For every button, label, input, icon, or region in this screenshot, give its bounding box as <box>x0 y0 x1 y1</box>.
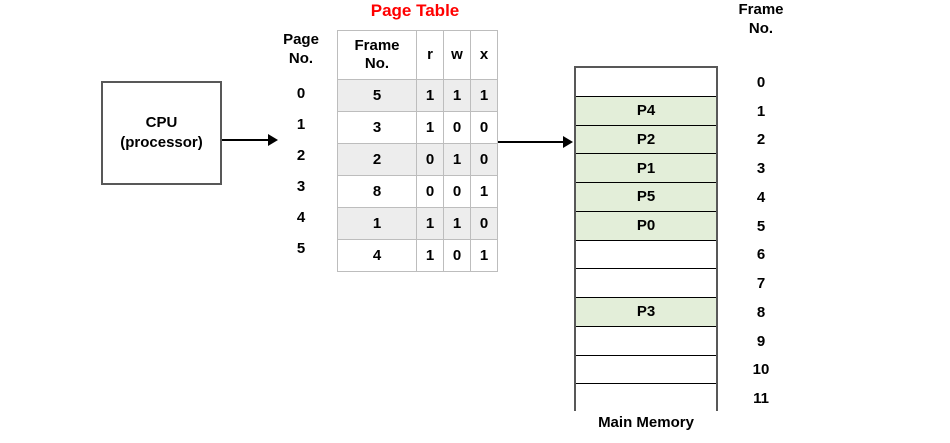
table-row: 3 1 0 0 <box>337 111 498 144</box>
memory-frame-row: P1 <box>576 154 716 183</box>
memory-frame-row: P5 <box>576 183 716 212</box>
cell-frame-no: 5 <box>337 79 417 112</box>
cell-frame-no: 8 <box>337 175 417 208</box>
arrow-page-table-to-main-memory <box>495 136 575 148</box>
cell-r: 0 <box>416 175 444 208</box>
page-no-value: 2 <box>296 147 306 164</box>
cpu-label-line2: (processor) <box>120 134 203 151</box>
arrow-shaft <box>222 139 270 141</box>
frame-no-value: 6 <box>756 246 766 264</box>
frame-no-value: 1 <box>756 102 766 120</box>
cell-x: 0 <box>470 111 498 144</box>
memory-frame-row <box>576 326 716 356</box>
arrow-head <box>563 136 573 148</box>
memory-frame-row <box>576 384 716 413</box>
memory-frame-row: P2 <box>576 125 716 155</box>
cell-frame-no: 1 <box>337 207 417 240</box>
page-table-header-x: x <box>470 30 498 80</box>
memory-frame-row <box>576 355 716 385</box>
cell-w: 1 <box>443 143 471 176</box>
page-table: Frame No. r w x 5 1 1 1 3 1 0 0 2 <box>337 30 498 272</box>
main-memory-box: P4 P2 P1 P5 P0 P3 <box>574 66 718 413</box>
cell-w: 1 <box>443 207 471 240</box>
frame-no-value: 10 <box>752 361 770 379</box>
page-no-header-line1: Page <box>283 31 319 48</box>
page-table-header-row: Frame No. r w x <box>337 30 498 80</box>
cell-x: 1 <box>470 79 498 112</box>
cell-w: 0 <box>443 111 471 144</box>
page-no-value: 4 <box>296 209 306 226</box>
frame-no-value: 11 <box>753 390 769 408</box>
page-no-value: 5 <box>296 240 306 257</box>
arrow-shaft <box>495 141 565 143</box>
cpu-box: CPU (processor) <box>101 81 222 185</box>
cell-r: 1 <box>416 111 444 144</box>
memory-frame-row: P0 <box>576 211 716 241</box>
memory-frame-row <box>576 68 716 97</box>
frame-no-header-line1: Frame <box>738 1 784 18</box>
page-table-header-r: r <box>416 30 444 80</box>
page-no-header-line2: No. <box>288 49 314 67</box>
frame-no-header-line2: No. <box>748 19 774 37</box>
page-table-title: Page Table <box>370 1 460 20</box>
main-memory-caption: Main Memory <box>598 414 694 431</box>
frame-no-value: 3 <box>756 160 766 178</box>
table-row: 5 1 1 1 <box>337 79 498 112</box>
frame-no-value: 9 <box>756 332 766 350</box>
frame-no-value: 4 <box>756 188 766 206</box>
cell-r: 1 <box>416 79 444 112</box>
frame-no-value: 2 <box>756 131 766 149</box>
cell-x: 1 <box>470 239 498 272</box>
cell-x: 0 <box>470 143 498 176</box>
cell-w: 0 <box>443 175 471 208</box>
cpu-label-line1: CPU <box>145 113 178 131</box>
frame-no-value: 8 <box>756 303 766 321</box>
cell-x: 0 <box>470 207 498 240</box>
header-frame-line1: Frame <box>354 37 400 54</box>
page-table-header-w: w <box>443 30 471 80</box>
cell-r: 1 <box>416 207 444 240</box>
header-frame-line2: No. <box>364 55 390 72</box>
page-table-header-frame-no: Frame No. <box>337 30 417 80</box>
table-row: 2 0 1 0 <box>337 143 498 176</box>
cell-r: 1 <box>416 239 444 272</box>
cell-w: 1 <box>443 79 471 112</box>
table-row: 4 1 0 1 <box>337 239 498 272</box>
memory-frame-row <box>576 269 716 298</box>
table-row: 1 1 1 0 <box>337 207 498 240</box>
memory-frame-row: P3 <box>576 298 716 327</box>
cell-w: 0 <box>443 239 471 272</box>
page-no-header: Page No. <box>270 31 332 69</box>
page-no-value: 0 <box>296 85 306 102</box>
arrow-cpu-to-page-table <box>222 134 280 146</box>
page-no-value: 1 <box>296 116 306 133</box>
frame-no-value: 5 <box>756 217 766 235</box>
frame-no-header: Frame No. <box>724 1 798 39</box>
cell-frame-no: 3 <box>337 111 417 144</box>
arrow-head <box>268 134 278 146</box>
cell-r: 0 <box>416 143 444 176</box>
cell-x: 1 <box>470 175 498 208</box>
cell-frame-no: 2 <box>337 143 417 176</box>
memory-frame-row: P4 <box>576 96 716 126</box>
memory-frame-row <box>576 240 716 270</box>
frame-no-value: 0 <box>756 73 766 91</box>
cell-frame-no: 4 <box>337 239 417 272</box>
page-no-value: 3 <box>296 178 306 195</box>
frame-no-value: 7 <box>756 275 766 293</box>
table-row: 8 0 0 1 <box>337 175 498 208</box>
